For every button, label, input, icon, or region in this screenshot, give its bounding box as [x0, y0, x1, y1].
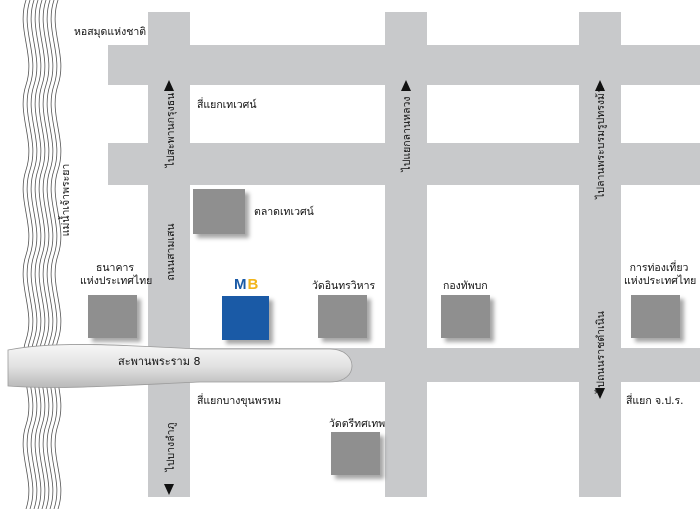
label-tat-line2: แห่งประเทศไทย [624, 275, 697, 287]
building-bank-of-thailand [88, 295, 137, 338]
label-rama8-bridge: สะพานพระราม 8 [118, 355, 201, 368]
label-to-krungthon-bridge: ไปสะพานกรุงธน [165, 92, 177, 168]
label-bank-of-thailand: ธนาคาร แห่งประเทศไทย [80, 262, 153, 288]
building-thewet-market [193, 189, 245, 234]
label-to-banglamphu: ไปบางลำภู [165, 422, 177, 472]
label-wat-intharawihan: วัดอินทรวิหาร [312, 280, 376, 292]
roads [108, 12, 700, 497]
label-national-library: หอสมุดแห่งชาติ [74, 26, 147, 38]
arrow-up-icon [164, 80, 174, 91]
label-to-lan-luang: ไปแยกลานหลวง [401, 96, 413, 172]
arrow-down-icon [164, 484, 174, 495]
mb-location-marker[interactable] [222, 296, 269, 340]
building-wat-trithotsathep [331, 432, 380, 475]
road-right-vertical [579, 12, 621, 497]
label-army-office: กองทัพบก [443, 280, 488, 292]
label-to-plaza-chao-phraya: ไปลานพระบรมรูปทรงม้า [595, 87, 607, 199]
arrow-up-icon [401, 80, 411, 91]
road-center-vertical [385, 12, 427, 497]
arrow-up-icon [595, 80, 605, 91]
label-bank-line1: ธนาคาร [95, 262, 135, 274]
label-tat: การท่องเที่ยว แห่งประเทศไทย [624, 262, 697, 288]
label-bang-khun-phrom: สี่แยกบางขุนพรหม [197, 395, 282, 407]
building-wat-intharawihan [318, 295, 367, 338]
label-river: แม่น้ำเจ้าพระยา [60, 163, 72, 237]
label-jor-por-ror: สี่แยก จ.ป.ร. [626, 395, 684, 407]
label-thewet-market: ตลาดเทเวศน์ [254, 206, 314, 218]
mb-logo-m: M [234, 276, 248, 293]
mb-logo-b: B [247, 276, 260, 293]
label-thewet-intersection: สี่แยกเทเวศน์ [197, 99, 257, 111]
river-lines [22, 0, 62, 509]
building-tat [631, 295, 680, 338]
label-sam-sen-road: ถนนสามเสน [165, 223, 177, 281]
building-army-office [441, 295, 490, 338]
mb-logo: MB [234, 276, 259, 293]
rama8-bridge-shape [7, 344, 353, 388]
arrow-down-icon [595, 388, 605, 399]
label-wat-trithotsathep: วัดตรีทศเทพ [329, 418, 386, 430]
label-ratchadamnoen-road: ไปถนนราชดำเนิน [595, 311, 607, 393]
road-samsen-vertical [148, 12, 190, 497]
label-bank-line2: แห่งประเทศไทย [80, 275, 153, 287]
label-tat-line1: การท่องเที่ยว [629, 262, 689, 274]
